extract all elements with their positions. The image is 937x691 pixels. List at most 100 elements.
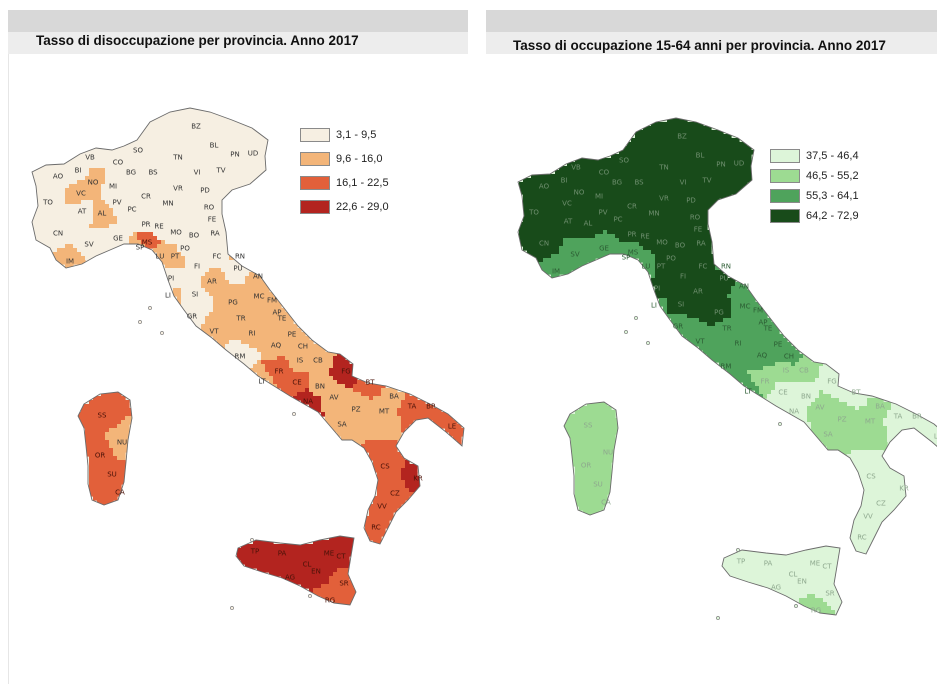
- province-cell: [261, 312, 266, 317]
- province-cell: [33, 220, 38, 225]
- province-cell: [173, 252, 178, 257]
- province-cell: [277, 316, 282, 321]
- province-cell: [547, 190, 552, 195]
- province-cell: [667, 230, 672, 235]
- province-cell: [667, 166, 672, 171]
- province-cell: [53, 248, 58, 253]
- province-cell: [185, 260, 190, 265]
- province-cell: [345, 568, 350, 573]
- province-cell: [97, 188, 102, 193]
- province-cell: [189, 244, 194, 249]
- province-cell: [631, 142, 636, 147]
- province-cell: [329, 552, 334, 557]
- province-cell: [89, 248, 94, 253]
- province-cell: [177, 220, 182, 225]
- province-cell: [153, 244, 158, 249]
- province-cell: [277, 304, 282, 309]
- province-cell: [671, 202, 676, 207]
- province-cell: [237, 548, 242, 553]
- province-cell: [667, 134, 672, 139]
- province-cell: [201, 296, 206, 301]
- province-cell: [333, 376, 338, 381]
- province-cell: [241, 272, 246, 277]
- province-cell: [49, 204, 54, 209]
- province-cell: [253, 556, 258, 561]
- province-cell: [121, 404, 126, 409]
- province-cell: [201, 140, 206, 145]
- province-cell: [345, 600, 350, 605]
- province-cell: [249, 328, 254, 333]
- province-cell: [225, 156, 230, 161]
- province-cell: [349, 424, 354, 429]
- province-cell: [73, 216, 78, 221]
- province-cell: [445, 420, 450, 425]
- province-cell: [361, 420, 366, 425]
- province-cell: [173, 164, 178, 169]
- province-cell: [635, 174, 640, 179]
- province-cell: [305, 392, 310, 397]
- province-cell: [81, 216, 86, 221]
- province-cell: [49, 232, 54, 237]
- province-cell: [189, 136, 194, 141]
- province-cell: [93, 240, 98, 245]
- province-cell: [81, 168, 86, 173]
- province-cell: [711, 158, 716, 163]
- province-cell: [221, 328, 226, 333]
- province-cell: [627, 162, 632, 167]
- province-cell: [735, 182, 740, 187]
- province-cell: [169, 192, 174, 197]
- province-cell: [337, 368, 342, 373]
- province-cell: [353, 408, 358, 413]
- province-cell: [129, 200, 134, 205]
- province-cell: [141, 136, 146, 141]
- province-cell: [381, 400, 386, 405]
- province-cell: [157, 216, 162, 221]
- province-cell: [703, 190, 708, 195]
- province-cell: [321, 552, 326, 557]
- province-cell: [57, 188, 62, 193]
- province-cell: [257, 312, 262, 317]
- province-cell: [257, 352, 262, 357]
- province-cell: [245, 292, 250, 297]
- province-cell: [337, 364, 342, 369]
- province-cell: [269, 352, 274, 357]
- province-cell: [575, 202, 580, 207]
- province-cell: [241, 324, 246, 329]
- province-cell: [93, 160, 98, 165]
- province-cell: [149, 204, 154, 209]
- province-cell: [575, 234, 580, 239]
- province-cell: [571, 238, 576, 243]
- province-cell: [333, 576, 338, 581]
- province-cell: [703, 222, 708, 227]
- province-cell: [397, 400, 402, 405]
- province-cell: [373, 424, 378, 429]
- province-cell: [377, 496, 382, 501]
- province-cell: [683, 166, 688, 171]
- province-cell: [201, 248, 206, 253]
- province-cell: [293, 576, 298, 581]
- province-cell: [409, 488, 414, 493]
- province-cell: [237, 140, 242, 145]
- province-cell: [619, 158, 624, 163]
- province-cell: [101, 444, 106, 449]
- province-cell: [113, 392, 118, 397]
- province-cell: [723, 178, 728, 183]
- province-label-fe: FE: [208, 216, 216, 224]
- province-cell: [213, 120, 218, 125]
- province-cell: [317, 552, 322, 557]
- province-cell: [209, 288, 214, 293]
- province-cell: [117, 428, 122, 433]
- province-cell: [41, 188, 46, 193]
- province-cell: [249, 544, 254, 549]
- province-cell: [409, 480, 414, 485]
- province-cell: [635, 222, 640, 227]
- province-cell: [535, 226, 540, 231]
- province-cell: [727, 178, 732, 183]
- province-cell: [205, 268, 210, 273]
- province-cell: [201, 288, 206, 293]
- province-cell: [161, 168, 166, 173]
- province-label-rc: RC: [371, 524, 381, 532]
- province-cell: [651, 194, 656, 199]
- province-cell: [185, 120, 190, 125]
- province-cell: [49, 192, 54, 197]
